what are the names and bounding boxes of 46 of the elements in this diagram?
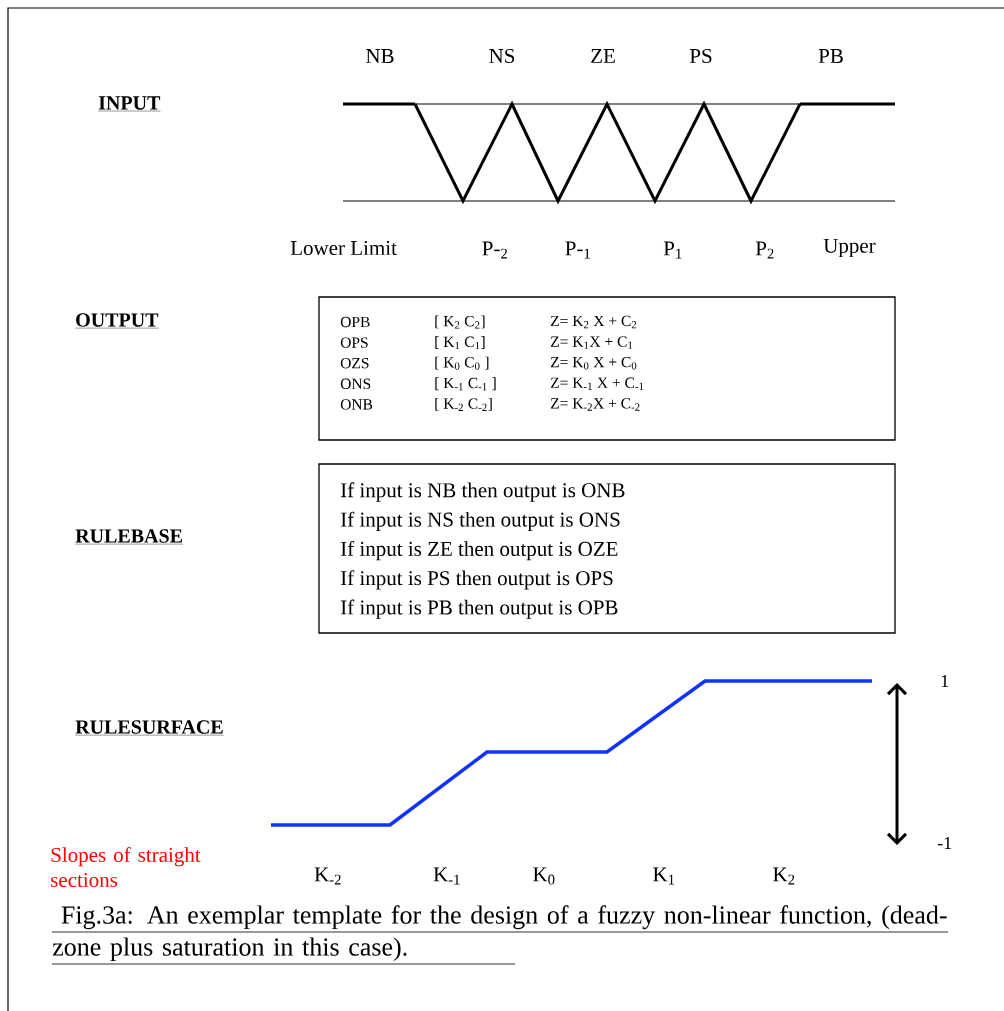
section-heading: RULEBASE [75, 529, 184, 545]
slope-label: K$_{-1}$ [433, 867, 460, 885]
slope-label: K$_{0}$ [533, 867, 555, 885]
output-entry: Z= K$_{1}$X + C$_{1}$ [550, 336, 633, 349]
axis-label: Upper [823, 238, 876, 258]
axis-label: P$_{1}$ [663, 241, 682, 259]
output-entry: Z= K$_{-2}$X + C$_{-2}$ [550, 398, 640, 411]
output-entry: [ K$_{-1}$ C$_{-1}$ ] [435, 377, 496, 391]
set-name: PB [818, 49, 843, 63]
output-entry: ONB [340, 399, 373, 410]
scale-label: 1 [941, 675, 949, 687]
output-entry: [ K$_{-2}$ C$_{-2}$] [435, 397, 492, 411]
caption-text: Fig.3a: An exemplar template for the design of a fuzzy non-linear function, (dead-zone plus saturation in this case). [51, 905, 949, 965]
section-heading: OUTPUT [75, 313, 159, 329]
output-entry: Z= K$_{0}$ X + C$_{0}$ [550, 356, 637, 370]
output-entry: OPS [340, 337, 368, 348]
output-entry: [ K$_{2}$ C$_{2}$] [435, 315, 485, 329]
section-heading: INPUT [98, 96, 161, 112]
output-entry: OZS [340, 358, 369, 369]
rule-text: If input is NB then output is ONB [340, 482, 625, 502]
output-entry: [ K$_{0}$ C$_{0}$ ] [435, 356, 489, 370]
rulebase-box [318, 463, 896, 634]
rule-text: If input is NS then output is ONS [340, 511, 620, 531]
section-heading: RULESURFACE [75, 720, 224, 736]
set-name: NB [366, 49, 394, 63]
output-table-box [318, 296, 896, 441]
axis-label: P-$_{1}$ [565, 241, 590, 259]
slope-label: K$_{2}$ [773, 867, 795, 885]
output-entry: Z= K$_{2}$ X + C$_{2}$ [550, 315, 637, 329]
output-entry: Z= K$_{-1}$ X + C$_{-1}$ [550, 377, 644, 391]
slope-label: K$_{1}$ [653, 867, 675, 885]
set-name: PS [689, 48, 712, 64]
axis-label: P-$_{2}$ [482, 241, 507, 259]
rule-text: If input is PS then output is OPS [340, 570, 613, 590]
scale-label: -1 [937, 837, 952, 849]
set-name: ZE [591, 49, 615, 63]
output-entry: OPB [340, 316, 370, 328]
axis-label: Lower Limit [290, 240, 397, 256]
slope-label: K$_{-2}$ [314, 867, 341, 885]
set-name: NS [489, 48, 515, 64]
output-entry: ONS [340, 378, 371, 389]
output-entry: [ K$_{1}$ C$_{1}$] [435, 336, 485, 350]
note-text: Slopes of straight sections [51, 847, 201, 887]
rule-text: If input is PB then output is OPB [340, 599, 618, 619]
rule-text: If input is ZE then output is OZE [340, 540, 618, 561]
axis-label: P$_{2}$ [755, 241, 774, 259]
